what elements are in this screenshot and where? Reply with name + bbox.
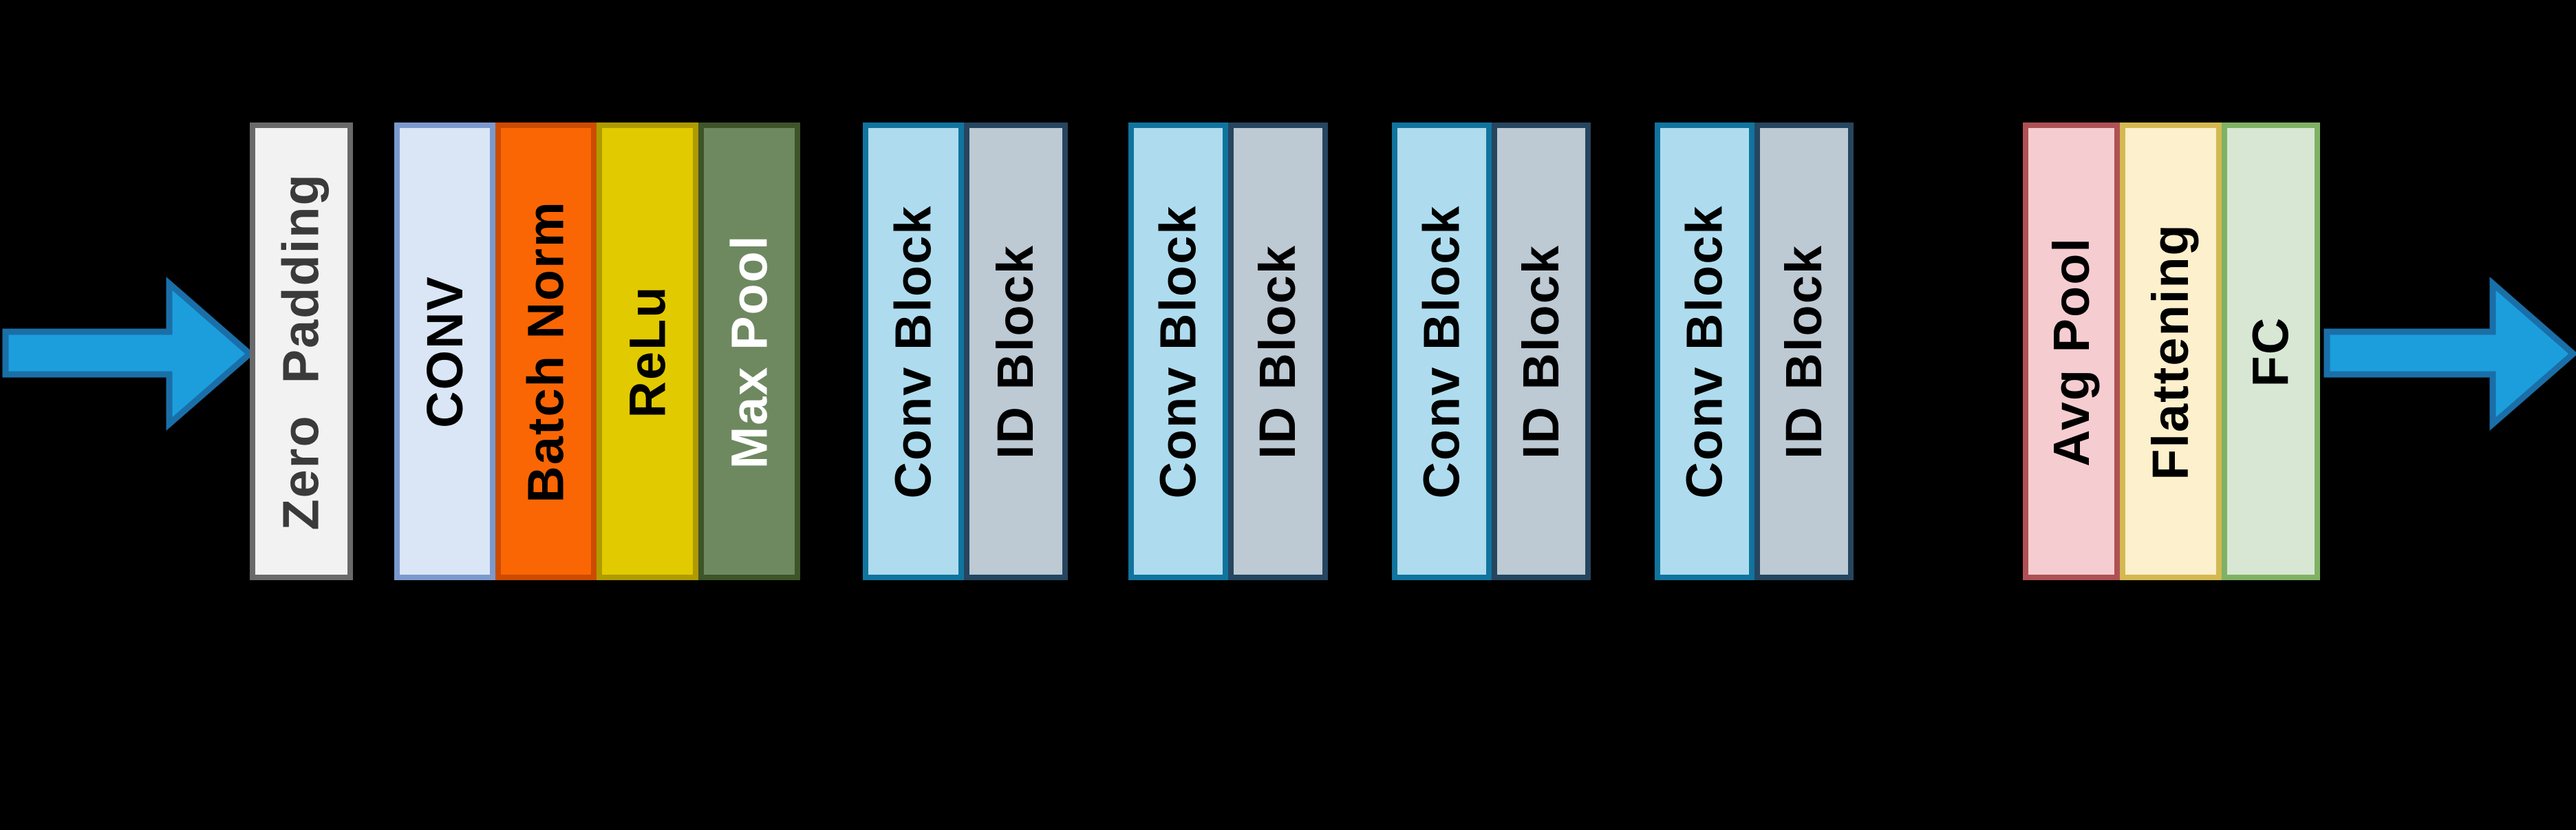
layer-label: Zero Padding xyxy=(272,172,330,531)
layer-label: ID Block xyxy=(1249,244,1307,459)
layer-label: Batch Norm xyxy=(517,200,575,503)
layer-conv-block-3: Conv Block xyxy=(1392,123,1492,580)
layer-label: Max Pool xyxy=(720,234,777,469)
layer-label: FC xyxy=(2242,316,2299,387)
layer-label: Conv Block xyxy=(1413,204,1470,499)
layer-id-block-2: ID Block xyxy=(1228,123,1328,580)
layer-conv-block-1: Conv Block xyxy=(863,123,964,580)
output-arrow-icon xyxy=(2323,277,2576,431)
layer-conv-block-4: Conv Block xyxy=(1655,123,1754,580)
layer-flattening: Flattening xyxy=(2120,123,2222,580)
layer-fc: FC xyxy=(2222,123,2320,580)
layer-label: CONV xyxy=(416,275,473,428)
layer-label: Flattening xyxy=(2142,222,2199,480)
layer-label: Conv Block xyxy=(1675,204,1733,499)
layer-relu: ReLu xyxy=(597,123,698,580)
layer-zero-padding: Zero Padding xyxy=(250,123,353,580)
layer-max-pool: Max Pool xyxy=(698,123,800,580)
layer-label: Avg Pool xyxy=(2042,236,2100,467)
layer-label: ReLu xyxy=(619,285,676,418)
layer-id-block-1: ID Block xyxy=(964,123,1068,580)
layer-label: ID Block xyxy=(1512,244,1570,459)
layer-conv: CONV xyxy=(394,123,495,580)
layer-batch-norm: Batch Norm xyxy=(495,123,597,580)
layer-label: ID Block xyxy=(987,244,1044,459)
layer-avg-pool: Avg Pool xyxy=(2023,123,2120,580)
layer-id-block-3: ID Block xyxy=(1492,123,1591,580)
layer-label: Conv Block xyxy=(1149,204,1207,499)
layer-label: ID Block xyxy=(1775,244,1833,459)
layer-label: Conv Block xyxy=(884,204,942,499)
input-arrow-icon xyxy=(2,277,255,431)
layer-conv-block-2: Conv Block xyxy=(1128,123,1228,580)
layer-id-block-4: ID Block xyxy=(1754,123,1854,580)
